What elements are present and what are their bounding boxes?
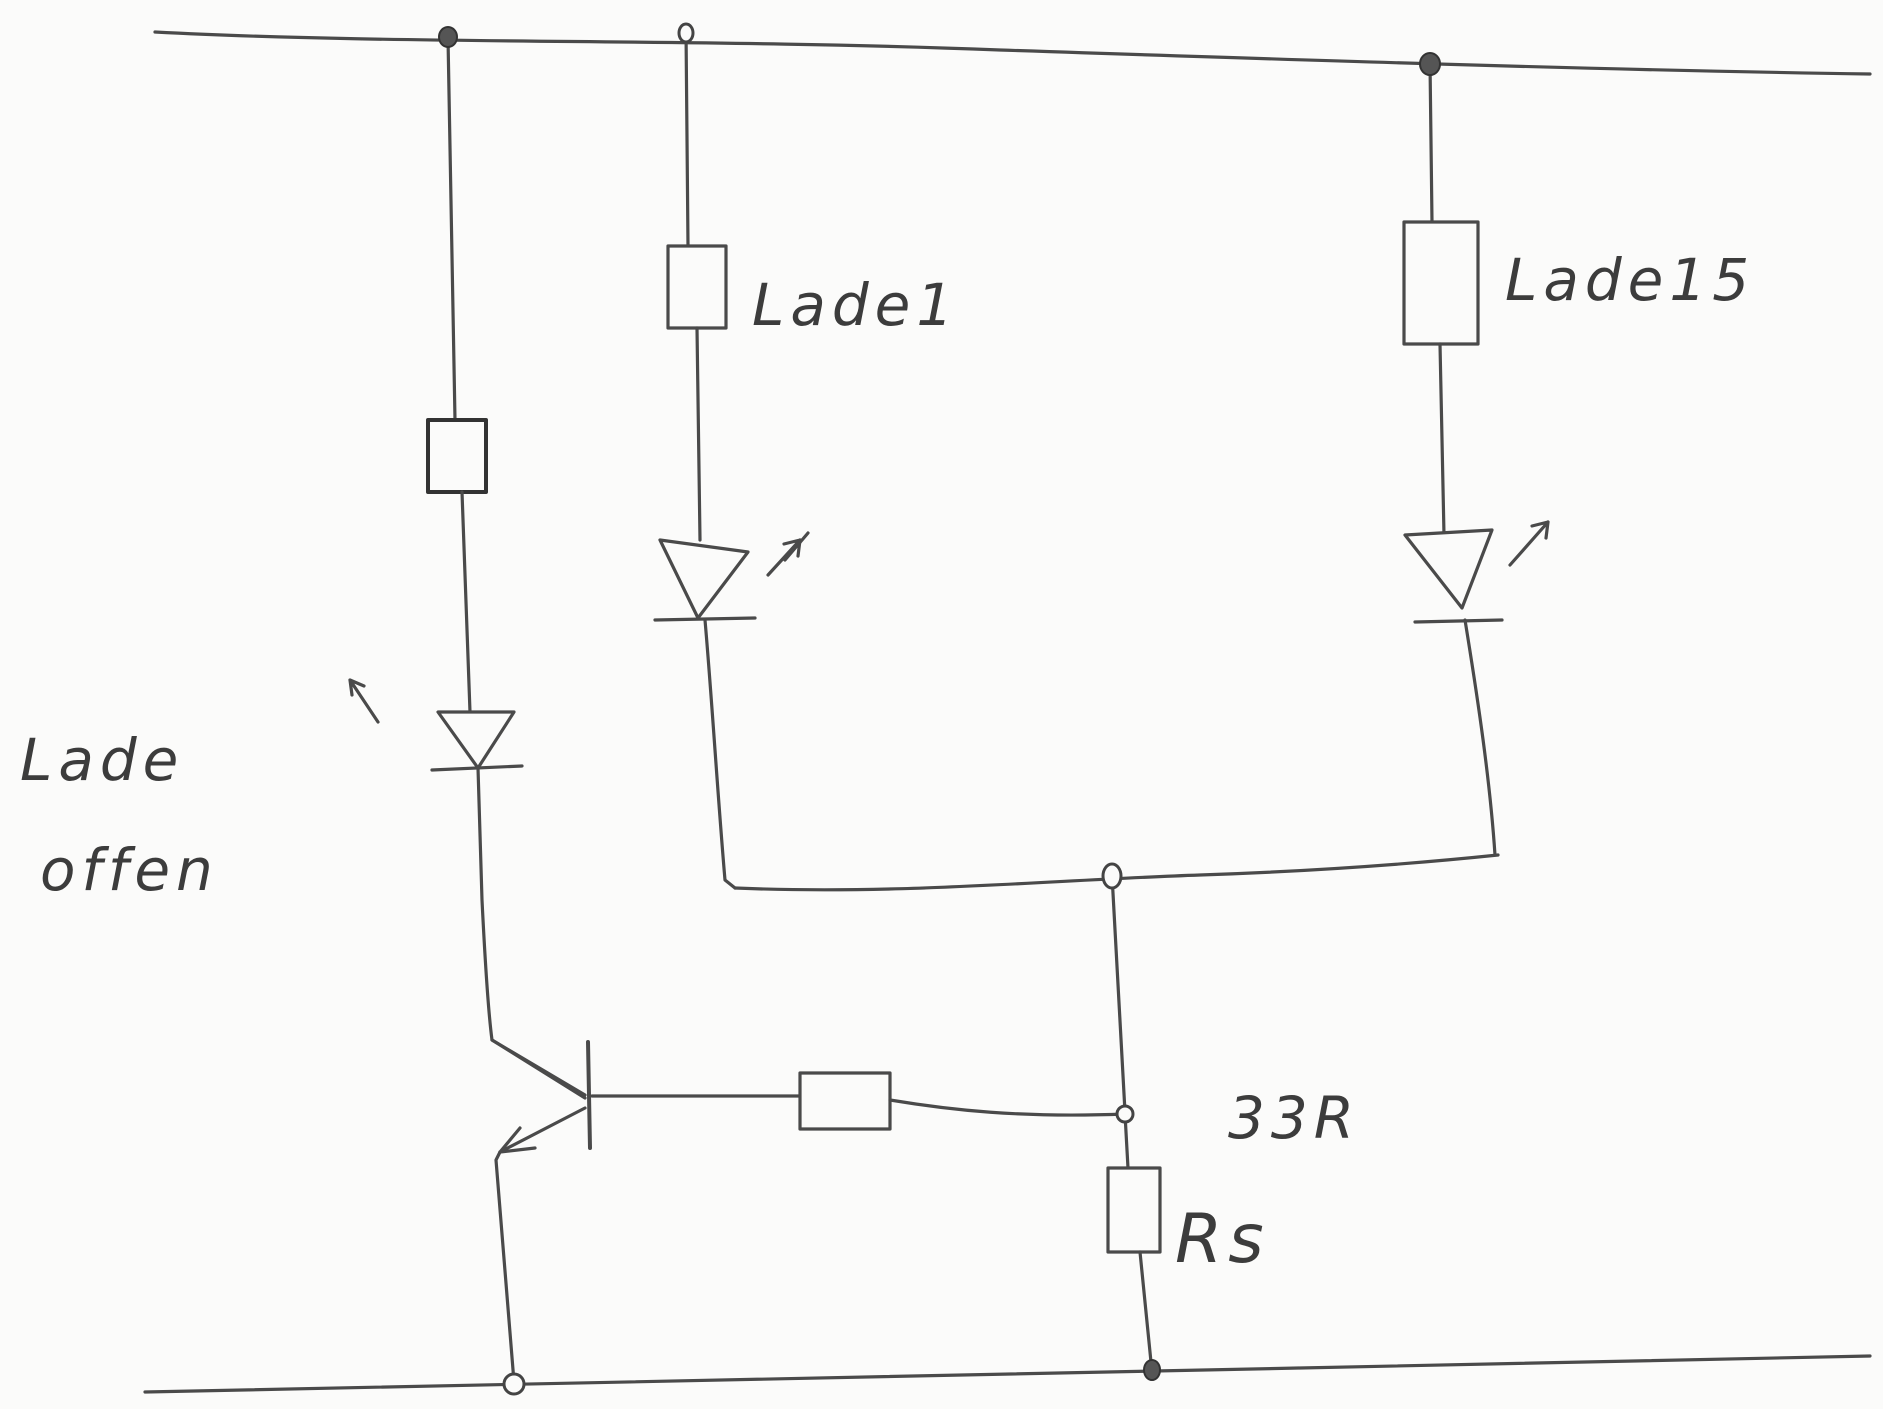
npn-transistor: [490, 1038, 592, 1154]
lade15-resistor: [1402, 220, 1480, 346]
sense-resistor-rs: [1106, 1166, 1162, 1254]
lade15-wire-top: [1428, 60, 1434, 224]
lade1-wire-top: [684, 28, 690, 248]
label-resistor-value: 33R: [1228, 1084, 1360, 1152]
left-branch-wire-top: [446, 36, 457, 422]
lade1-resistor: [666, 244, 728, 330]
label-sense-resistor: Rs: [1175, 1200, 1270, 1279]
label-lade1: Lade1: [752, 271, 959, 339]
node-top-left: [438, 26, 458, 48]
base-resistor: [798, 1071, 892, 1131]
node-top-middle: [677, 22, 695, 44]
node-bottom-right: [1143, 1359, 1161, 1381]
node-top-right: [1419, 52, 1441, 76]
lade15-wire-bottom: [1463, 618, 1497, 857]
node-sense: [1115, 1104, 1135, 1124]
lade15-led: [1403, 520, 1550, 624]
led-common-return: [733, 853, 1500, 892]
left-branch-wire-to-collector: [476, 766, 587, 1097]
node-bottom-left: [502, 1372, 526, 1396]
lade15-wire-mid: [1438, 342, 1446, 537]
left-branch-emission-arrow: [348, 678, 380, 724]
label-lade-offen-line1: Lade: [20, 726, 184, 794]
node-led-return: [1101, 862, 1123, 890]
lade1-wire-bottom: [703, 618, 737, 890]
label-lade15: Lade15: [1505, 246, 1755, 314]
bottom-ground-rail: [143, 1354, 1872, 1394]
rs-wire-bottom: [1138, 1250, 1154, 1374]
left-branch-wire-mid: [460, 490, 472, 714]
base-wire-right: [888, 1098, 1127, 1117]
lade1-led: [653, 531, 810, 622]
left-branch-resistor: [426, 418, 488, 494]
lade1-wire-mid: [695, 326, 702, 542]
top-supply-rail: [153, 30, 1872, 76]
label-lade-offen-line2: offen: [40, 836, 219, 904]
lade-offen-diode: [430, 710, 524, 772]
sense-node-wire: [1110, 873, 1127, 1114]
emitter-to-ground: [494, 1150, 516, 1384]
